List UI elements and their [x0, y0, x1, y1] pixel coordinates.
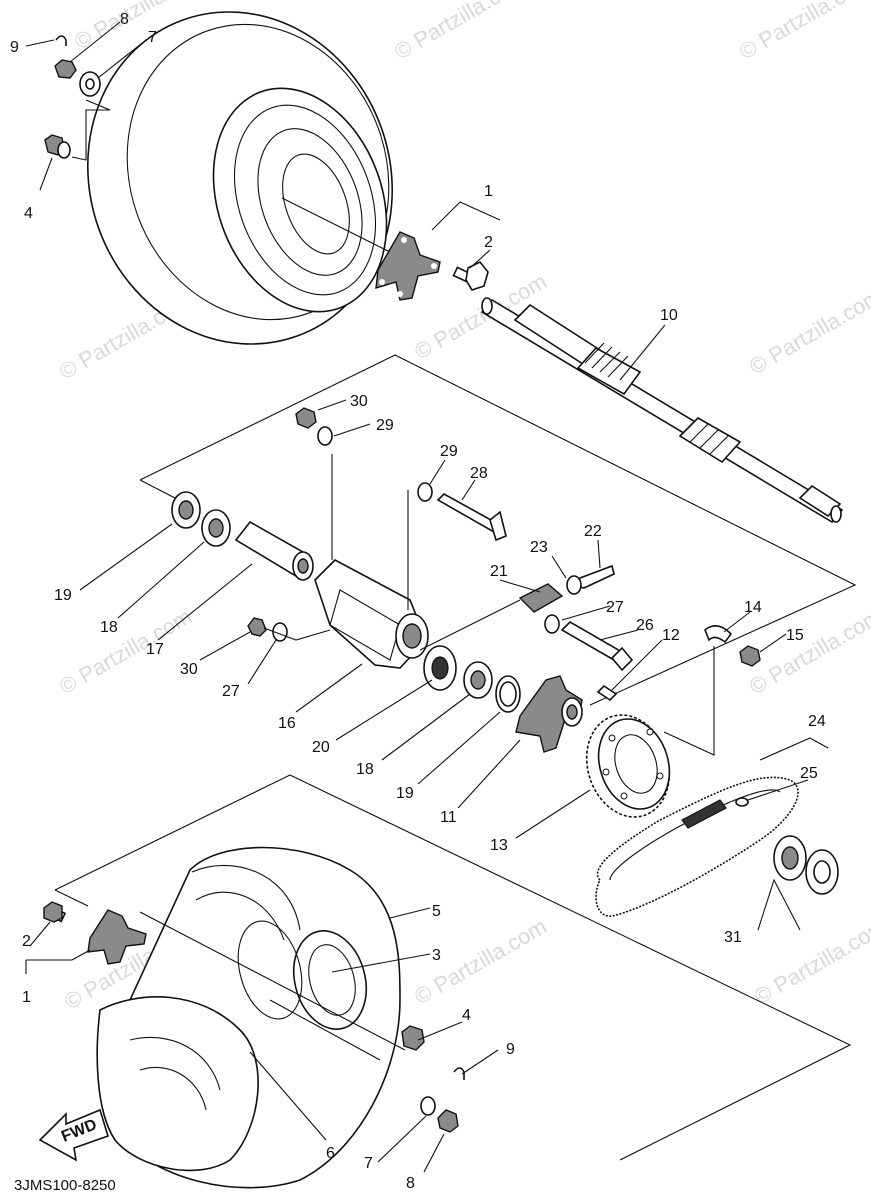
clip-nut-group: [704, 625, 761, 667]
label-part-2: 2: [484, 234, 493, 251]
label-part-8: 8: [120, 11, 129, 28]
diagram-code: 3JMS100-8250: [14, 1177, 116, 1194]
label-part-30: 30: [350, 393, 368, 410]
label-part-30: 30: [180, 661, 198, 678]
watermark: © Partzilla.com: [750, 914, 871, 1010]
label-part-3: 3: [432, 947, 441, 964]
label-part-18: 18: [356, 761, 374, 778]
label-part-27: 27: [606, 599, 624, 616]
label-part-31: 31: [724, 929, 742, 946]
label-part-18: 18: [100, 619, 118, 636]
label-part-21: 21: [490, 563, 508, 580]
castle-nut-8a: [54, 59, 77, 79]
watermark: © Partzilla.com: [745, 284, 871, 380]
label-part-9: 9: [10, 39, 19, 56]
label-part-6: 6: [326, 1145, 335, 1162]
hub-top: [375, 201, 501, 301]
label-part-22: 22: [584, 523, 602, 540]
label-part-16: 16: [278, 715, 296, 732]
hub-bottom: [43, 901, 147, 965]
tire-bottom: [96, 846, 406, 1189]
label-part-26: 26: [636, 617, 654, 634]
label-part-7: 7: [364, 1155, 373, 1172]
bracket-group: [419, 564, 634, 672]
label-part-12: 12: [662, 627, 680, 644]
sprocket: [585, 646, 715, 818]
bearings-31: [757, 835, 839, 931]
drive-chain: [595, 737, 829, 917]
label-part-10: 10: [660, 307, 678, 324]
fwd-arrow-icon: FWD: [38, 1108, 109, 1162]
label-part-1: 1: [22, 989, 31, 1006]
label-part-19: 19: [54, 587, 72, 604]
bottom-hardware: [401, 1025, 465, 1133]
watermark: © Partzilla.com: [735, 0, 871, 64]
label-part-11: 11: [440, 809, 457, 826]
label-part-23: 23: [530, 539, 548, 556]
label-part-7: 7: [148, 29, 157, 46]
rear-axle: [480, 297, 844, 524]
label-part-9: 9: [506, 1041, 515, 1058]
top-hardware: [44, 35, 111, 161]
watermark: © Partzilla.com: [390, 0, 531, 64]
label-part-2: 2: [22, 933, 31, 950]
label-part-5: 5: [432, 903, 441, 920]
label-part-17: 17: [146, 641, 164, 658]
label-part-25: 25: [800, 765, 818, 782]
label-part-24: 24: [808, 713, 826, 730]
label-part-14: 14: [744, 599, 762, 616]
watermark: © Partzilla.com: [745, 604, 871, 700]
cotter-pin-9a: [55, 35, 67, 46]
label-part-19: 19: [396, 785, 414, 802]
tire-top: [86, 11, 411, 345]
label-part-4: 4: [462, 1007, 471, 1024]
sprocket-hub-group: [423, 645, 618, 753]
label-part-29: 29: [376, 417, 394, 434]
label-part-27: 27: [222, 683, 240, 700]
label-part-4: 4: [24, 205, 33, 222]
label-part-28: 28: [470, 465, 488, 482]
axle-housing-group: [171, 407, 507, 669]
leader-lines: [25, 21, 809, 1173]
label-part-20: 20: [312, 739, 330, 756]
label-part-13: 13: [490, 837, 508, 854]
label-part-1: 1: [484, 183, 493, 200]
label-part-8: 8: [406, 1175, 415, 1192]
watermark: © Partzilla.com: [55, 604, 196, 700]
part-labels: 9 8 7 4 1 2 10 30 29 29 28 22 23 21 27 2…: [10, 11, 826, 1192]
label-part-29: 29: [440, 443, 458, 460]
label-part-15: 15: [786, 627, 804, 644]
section-frames: [54, 354, 857, 1161]
